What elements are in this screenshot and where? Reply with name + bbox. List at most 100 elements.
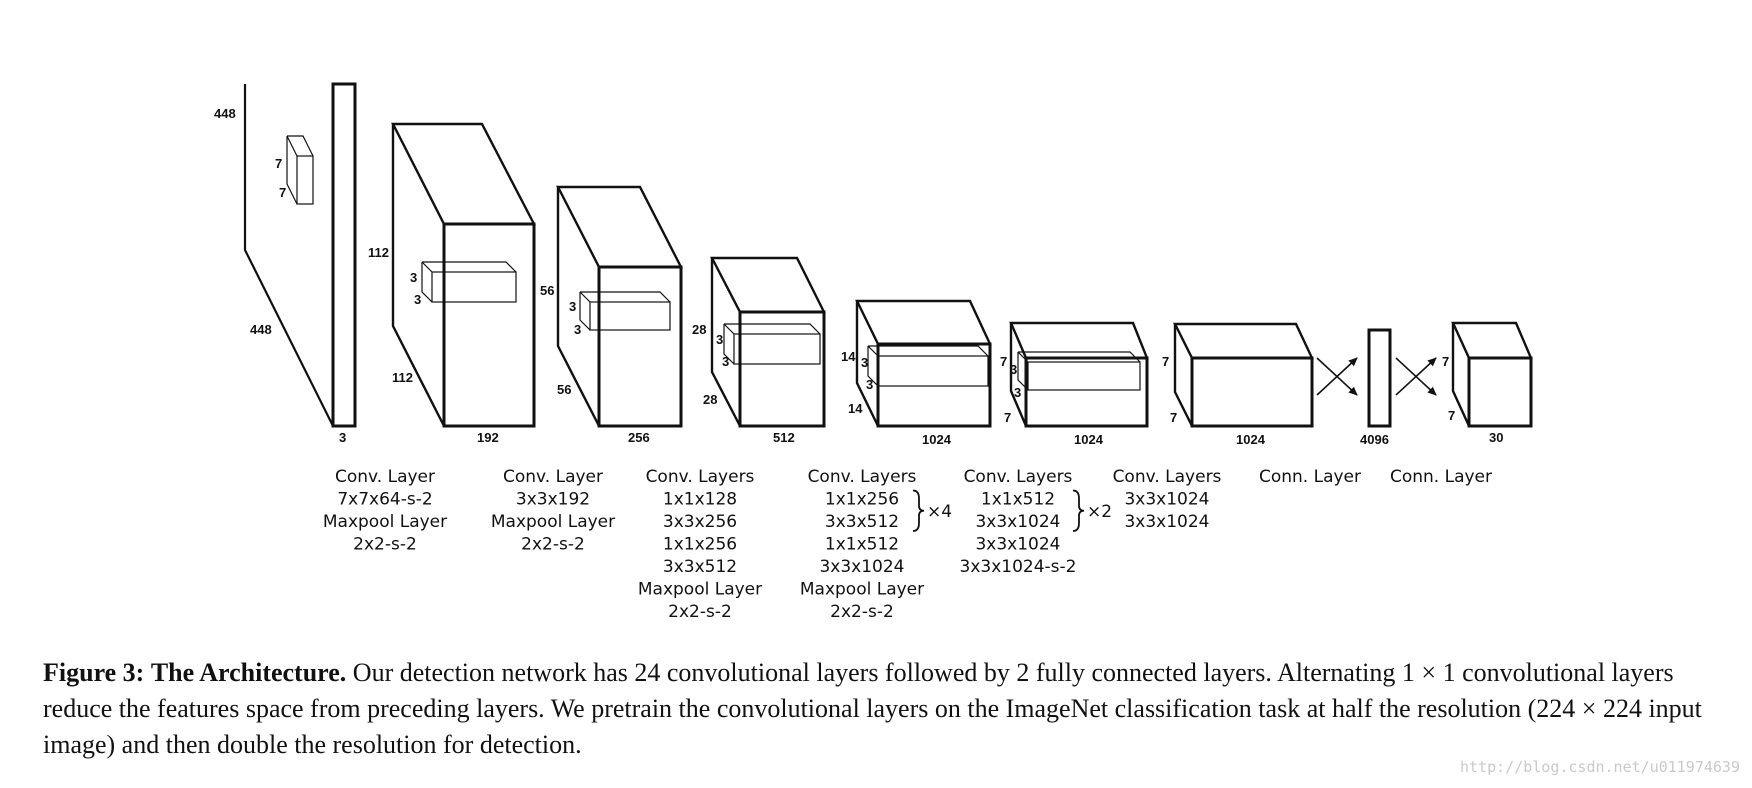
layer-line: Maxpool Layer — [638, 580, 762, 600]
kernel-box-3x3 — [867, 345, 989, 387]
dim-label: 7 — [1170, 410, 1177, 425]
layer-line: 1x1x256 — [825, 490, 899, 510]
dim-label: 28 — [692, 322, 706, 337]
dim-label: 256 — [628, 430, 650, 445]
dim-label: 512 — [773, 430, 795, 445]
dim-label: 30 — [1489, 430, 1503, 445]
dim-label: 112 — [392, 370, 413, 385]
conv-block-28 — [710, 256, 826, 428]
brace — [912, 489, 925, 532]
layer-line: 2x2-s-2 — [353, 535, 417, 555]
dim-label: 7 — [1442, 354, 1449, 369]
layer-line: 1x1x256 — [663, 535, 737, 555]
layer-line: Conv. Layers — [808, 467, 917, 487]
layer-group-5: Conv. Layers1x1x5123x3x10243x3x10243x3x1… — [960, 467, 1113, 577]
layer-line: 2x2-s-2 — [521, 535, 585, 555]
layer-line: 3x3x512 — [825, 512, 899, 532]
connection-arrows-2 — [1395, 357, 1437, 396]
layer-line: 1x1x512 — [981, 490, 1055, 510]
dim-label: 1024 — [922, 432, 952, 447]
dim-label: 3 — [574, 322, 581, 337]
dim-label: 3 — [716, 332, 723, 347]
dim-label: 7 — [279, 185, 286, 200]
conv-block-14 — [855, 299, 992, 428]
connection-arrows-1 — [1316, 357, 1358, 396]
kernel-box-3x3 — [1017, 351, 1141, 391]
dim-label: 7 — [275, 156, 282, 171]
layer-line: 1x1x128 — [663, 490, 737, 510]
layer-line: Maxpool Layer — [323, 512, 447, 532]
layer-line: 3x3x1024 — [1124, 512, 1209, 532]
layer-line: Conn. Layer — [1390, 467, 1492, 487]
layer-line: 2x2-s-2 — [830, 602, 894, 622]
layer-line: 3x3x512 — [663, 557, 737, 577]
caption-title: The Architecture. — [150, 658, 347, 687]
dim-label: 1024 — [1236, 432, 1266, 447]
conv-block-112 — [391, 122, 536, 428]
kernel-box-3x3 — [421, 261, 517, 303]
watermark: http://blog.csdn.net/u011974639 — [1460, 758, 1740, 776]
dim-label: 7 — [1000, 354, 1007, 369]
layer-line: Conv. Layer — [335, 467, 435, 487]
dim-label: 3 — [414, 292, 421, 307]
layer-line: Maxpool Layer — [800, 580, 924, 600]
fc-block-4096 — [1367, 328, 1392, 428]
brace — [1072, 489, 1085, 532]
output-block-30 — [1451, 321, 1533, 428]
dim-label: 7 — [1162, 354, 1169, 369]
dim-label: 3 — [866, 377, 873, 392]
caption-label: Figure 3: — [43, 658, 145, 687]
dim-label: 448 — [214, 106, 236, 121]
caption-text: Our detection network has 24 convolution… — [43, 658, 1702, 759]
layer-line: 3x3x1024-s-2 — [960, 557, 1077, 577]
dim-label: 7 — [1448, 408, 1455, 423]
layer-line: Conv. Layers — [646, 467, 755, 487]
dim-label: 1024 — [1074, 432, 1104, 447]
conv-block-56 — [556, 185, 683, 428]
layer-line: Conn. Layer — [1259, 467, 1361, 487]
dim-label: 7 — [1004, 410, 1011, 425]
repeat-multiplier: ×4 — [927, 502, 952, 522]
input-image-block — [243, 82, 357, 428]
layer-line: 3x3x256 — [663, 512, 737, 532]
dim-label: 56 — [557, 382, 571, 397]
dim-label: 3 — [1010, 362, 1017, 377]
layer-line: 3x3x1024 — [975, 512, 1060, 532]
layer-line: 2x2-s-2 — [668, 602, 732, 622]
dim-label: 448 — [250, 322, 272, 337]
layer-group-7: Conn. Layer — [1259, 467, 1361, 487]
figure-caption: Figure 3: The Architecture. Our detectio… — [43, 655, 1723, 763]
layer-line: 7x7x64-s-2 — [337, 490, 432, 510]
dimension-labels: 448 7 7 448 3 112 3 3 112 192 56 3 3 56 … — [214, 106, 1503, 447]
layer-line: Conv. Layer — [503, 467, 603, 487]
dim-label: 3 — [861, 355, 868, 370]
layer-line: 1x1x512 — [825, 535, 899, 555]
kernel-box-3x3 — [723, 323, 821, 365]
conv-block-7-final — [1173, 322, 1314, 428]
dim-label: 4096 — [1360, 432, 1389, 447]
architecture-diagram: 448 7 7 448 3 112 3 3 112 192 56 3 3 56 … — [214, 82, 1533, 622]
dim-label: 14 — [841, 349, 856, 364]
layer-line: Maxpool Layer — [491, 512, 615, 532]
dim-label: 28 — [703, 392, 717, 407]
dim-label: 3 — [722, 354, 729, 369]
dim-label: 14 — [848, 401, 863, 416]
dim-label: 3 — [569, 299, 576, 314]
layer-line: 3x3x1024 — [819, 557, 904, 577]
conv-block-7 — [1009, 321, 1149, 428]
repeat-multiplier: ×2 — [1087, 502, 1112, 522]
kernel-box-3x3 — [579, 291, 671, 331]
kernel-cube-7x7 — [286, 135, 314, 205]
dim-label: 3 — [410, 270, 417, 285]
layer-line: Conv. Layers — [1113, 467, 1222, 487]
dim-label: 3 — [1014, 385, 1021, 400]
dim-label: 56 — [540, 283, 554, 298]
dim-label: 192 — [477, 430, 499, 445]
layer-group-8: Conn. Layer — [1390, 467, 1492, 487]
